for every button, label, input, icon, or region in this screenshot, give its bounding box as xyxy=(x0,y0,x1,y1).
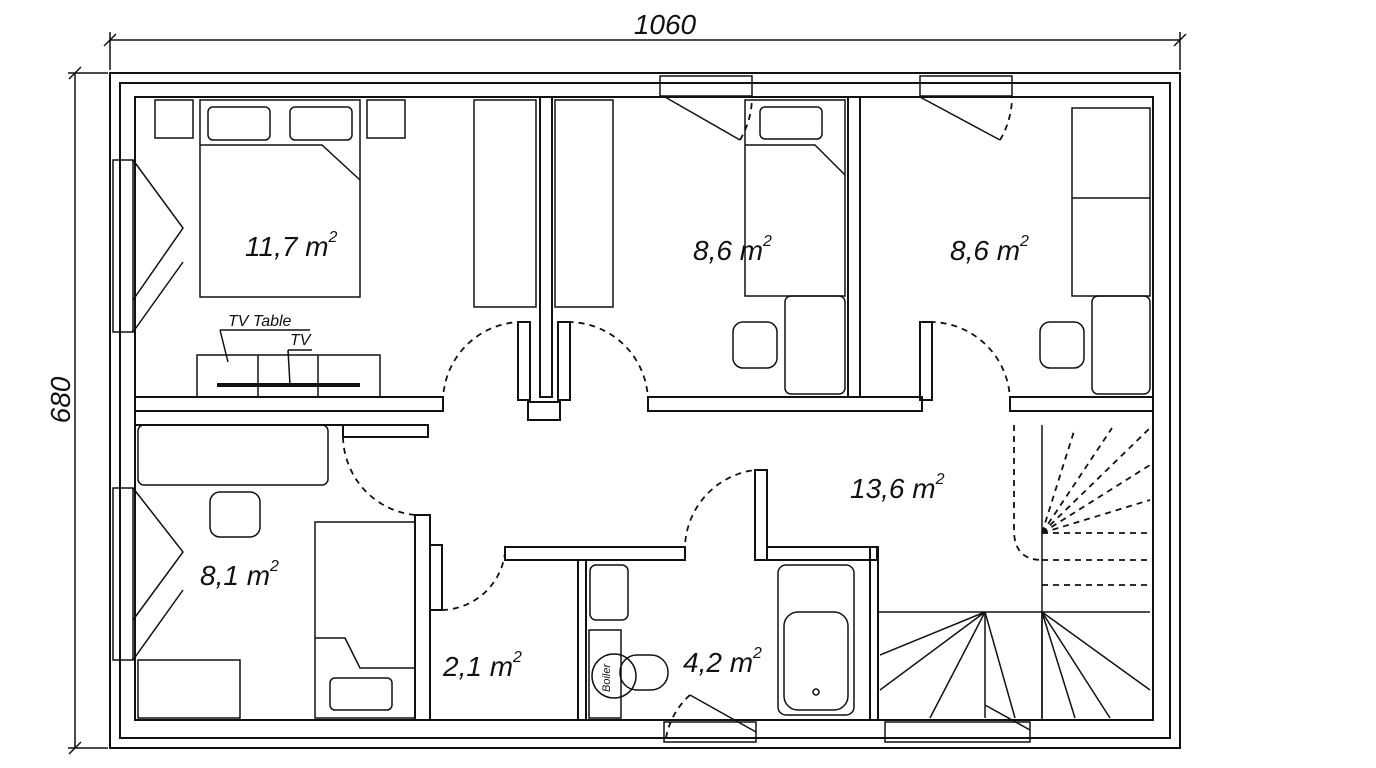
area-labels: 11,7 m2 8,6 m2 8,6 m2 13,6 m2 8,1 m2 2,1… xyxy=(200,229,1029,682)
furniture-bedroom-3 xyxy=(1039,107,1151,395)
staircase xyxy=(878,425,1151,720)
furniture-bathroom: Boiler xyxy=(588,564,855,719)
doors xyxy=(342,96,1031,739)
room-area-bedroom-3: 8,6 m2 xyxy=(950,233,1029,266)
tv-table-label: TV Table xyxy=(228,313,292,330)
room-area-hall: 13,6 m2 xyxy=(850,471,945,504)
room-area-bedroom-2: 8,6 m2 xyxy=(693,233,772,266)
chair-icon xyxy=(732,321,778,369)
tv-label: TV xyxy=(290,332,312,349)
room-area-master-bedroom: 11,7 m2 xyxy=(245,229,338,262)
chair-icon xyxy=(209,491,261,538)
width-label: 1060 xyxy=(634,9,697,40)
furniture-master-bedroom: TV Table TV xyxy=(154,99,614,398)
furniture-bedroom-2 xyxy=(732,99,846,395)
boiler-label: Boiler xyxy=(601,663,613,692)
room-area-bathroom: 4,2 m2 xyxy=(683,645,762,678)
dimension-height: 680 xyxy=(45,66,108,755)
chair-icon xyxy=(1039,321,1085,369)
room-area-bedroom-4: 8,1 m2 xyxy=(200,558,279,591)
tv-icon xyxy=(217,383,360,387)
bathtub xyxy=(777,564,855,716)
height-label: 680 xyxy=(45,376,76,423)
interior-walls xyxy=(134,96,1154,721)
dimension-width: 1060 xyxy=(103,9,1187,70)
room-area-storage: 2,1 m2 xyxy=(442,649,522,682)
furniture-bedroom-4 xyxy=(137,424,416,719)
